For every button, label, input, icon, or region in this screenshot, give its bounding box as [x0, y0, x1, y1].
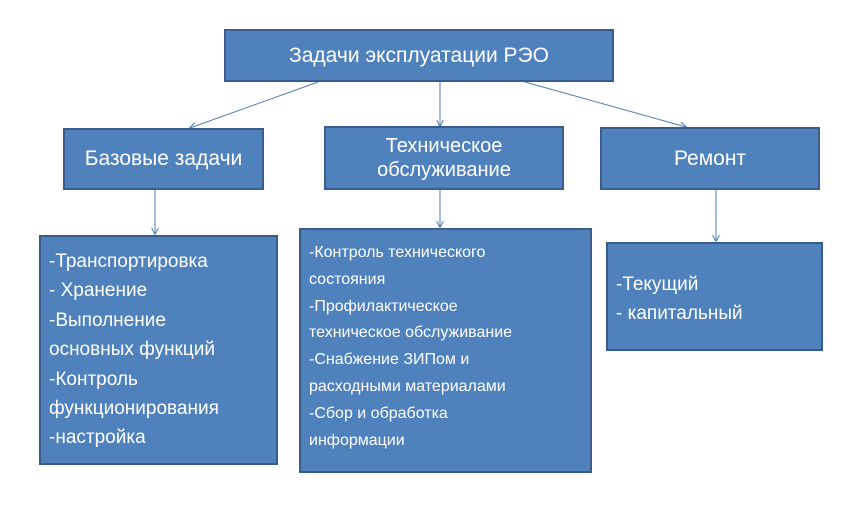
list-item: -настройка — [49, 427, 146, 449]
list-item: -Текущий — [616, 274, 699, 295]
maintenance-tasks-list: -Контроль технического состояния -Профил… — [299, 228, 592, 473]
list-item: -Снабжение ЗИПом и — [309, 351, 470, 369]
list-item: основных функций — [49, 339, 215, 361]
list-item: -Сбор и обработка — [309, 404, 448, 422]
list-item: расходными материалами — [309, 377, 506, 395]
basic-tasks-list: -Транспортировка - Хранение -Выполнение … — [39, 235, 278, 465]
list-item: информации — [309, 431, 405, 449]
repair-tasks-list: -Текущий - капитальный — [606, 242, 823, 351]
arrow-root-to-repair — [524, 81, 686, 127]
list-item: -Контроль — [49, 368, 138, 390]
category-basic-box: Базовые задачи — [63, 128, 264, 190]
root-label: Задачи эксплуатации РЭО — [289, 43, 549, 67]
list-item: функционирования — [49, 398, 219, 420]
arrow-root-to-basic — [190, 81, 319, 128]
category-maintenance-box: Техническое обслуживание — [324, 126, 564, 190]
list-item: -Выполнение — [49, 309, 166, 331]
list-item: -Контроль технического — [309, 244, 486, 261]
root-box: Задачи эксплуатации РЭО — [224, 29, 614, 82]
list-item: - капитальный — [616, 303, 743, 324]
category-basic-label: Базовые задачи — [84, 147, 243, 171]
category-maintenance-label: Техническое обслуживание — [377, 135, 511, 181]
category-repair-box: Ремонт — [600, 127, 820, 190]
list-item: -Транспортировка — [49, 251, 208, 272]
list-item: - Хранение — [49, 280, 148, 302]
category-repair-label: Ремонт — [673, 146, 747, 170]
list-item: техническое обслуживание — [309, 324, 513, 342]
list-item: -Профилактическое — [309, 297, 458, 315]
list-item: состояния — [309, 270, 386, 288]
